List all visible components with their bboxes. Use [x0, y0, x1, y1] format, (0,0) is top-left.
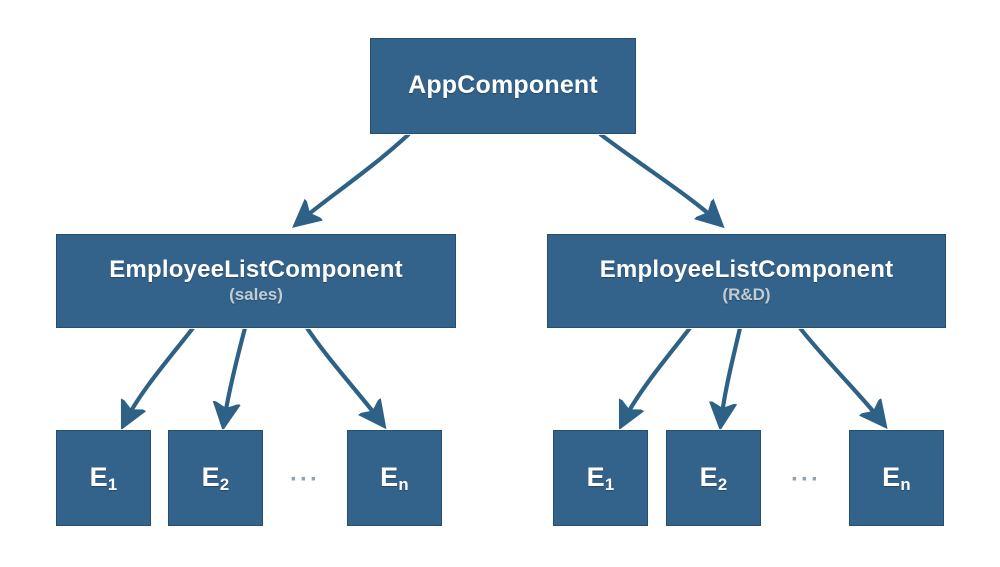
node-employee-list-sales[interactable]: EmployeeListComponent (sales) — [56, 234, 456, 328]
leaf-subscript: n — [398, 475, 409, 495]
ellipsis-sales: ··· — [290, 466, 320, 493]
node-employee-list-rnd[interactable]: EmployeeListComponent (R&D) — [547, 234, 946, 328]
leaf-subscript: 2 — [219, 475, 230, 495]
leaf-subscript: 1 — [107, 475, 118, 495]
edge-sales-to-en — [305, 326, 381, 422]
leaf-letter: E — [201, 462, 220, 493]
node-sales-employee-n[interactable]: En — [347, 430, 442, 526]
leaf-letter: E — [586, 462, 605, 493]
edge-app-to-sales — [299, 132, 411, 222]
leaf-letter: E — [699, 462, 718, 493]
node-rnd-employee-n[interactable]: En — [849, 430, 944, 526]
leaf-letter: E — [380, 462, 399, 493]
edge-rnd-to-e2 — [721, 327, 743, 422]
node-sales-employee-2[interactable]: E2 — [168, 430, 263, 526]
node-employee-list-rnd-title: EmployeeListComponent — [599, 255, 894, 283]
node-rnd-employee-1[interactable]: E1 — [553, 430, 648, 526]
node-employee-list-sales-subtitle: (sales) — [229, 285, 283, 305]
node-sales-employee-2-label: E2 — [201, 462, 230, 495]
node-rnd-employee-2[interactable]: E2 — [666, 430, 761, 526]
edge-sales-to-e2 — [224, 327, 248, 422]
node-employee-list-sales-title: EmployeeListComponent — [109, 255, 403, 283]
node-app-component[interactable]: AppComponent — [370, 38, 636, 134]
edge-rnd-to-e1 — [623, 326, 692, 422]
node-rnd-employee-1-label: E1 — [586, 462, 615, 495]
leaf-subscript: 2 — [717, 475, 728, 495]
leaf-letter: E — [89, 462, 108, 493]
node-app-component-title: AppComponent — [408, 71, 598, 100]
leaf-letter: E — [882, 462, 901, 493]
edge-sales-to-e1 — [125, 326, 195, 422]
node-rnd-employee-n-label: En — [882, 462, 911, 495]
ellipsis-rnd: ··· — [791, 466, 821, 493]
node-sales-employee-1-label: E1 — [89, 462, 118, 495]
leaf-subscript: n — [900, 475, 911, 495]
node-sales-employee-1[interactable]: E1 — [56, 430, 151, 526]
leaf-subscript: 1 — [604, 475, 615, 495]
node-rnd-employee-2-label: E2 — [699, 462, 728, 495]
node-sales-employee-n-label: En — [380, 462, 409, 495]
node-employee-list-rnd-subtitle: (R&D) — [722, 285, 771, 305]
edge-rnd-to-en — [798, 326, 882, 422]
edge-app-to-rnd — [598, 132, 718, 222]
